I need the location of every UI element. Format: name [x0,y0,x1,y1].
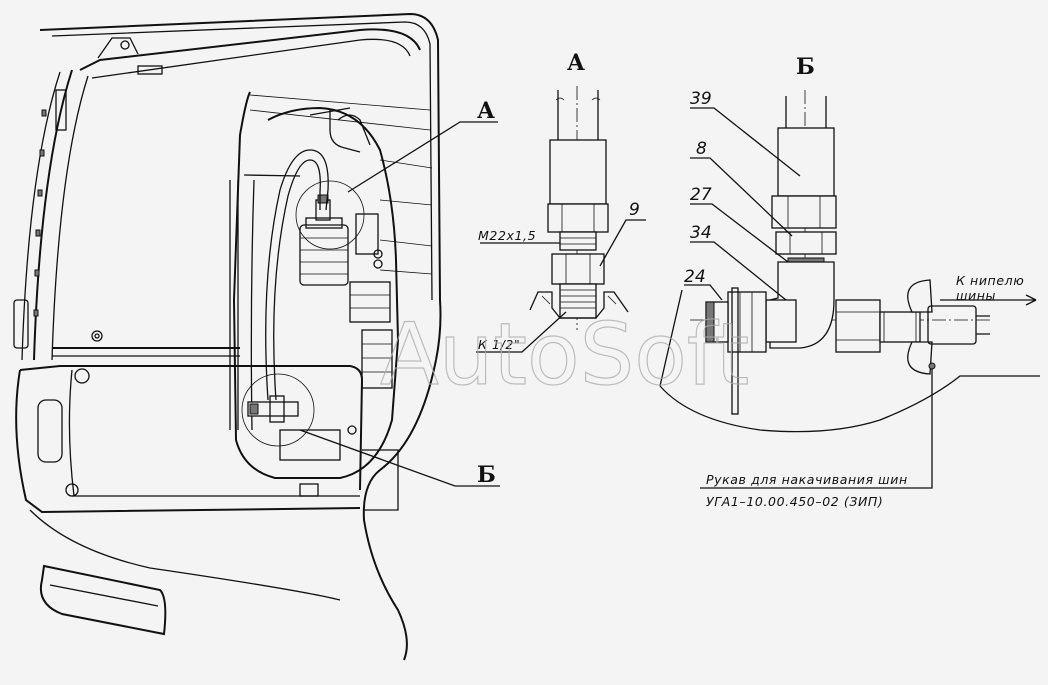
callout-a-label: А [477,98,495,124]
detail-b [659,90,1040,433]
pos-27-label: 27 [690,185,712,205]
pos-34-label: 34 [690,223,712,243]
detail-a [529,86,629,330]
detail-b-title: Б [796,54,815,80]
pos-8-label: 8 [696,139,707,159]
pillar-rivets [33,109,47,317]
watermark: AutoSoft [380,305,749,405]
hose-note-line1: Рукав для накачивания шин [706,472,908,487]
callout-leaders [299,121,500,487]
to-nipple-line2: шины [956,288,996,303]
thread-m22-label: М22x1,5 [478,228,536,243]
pos-24-label: 24 [684,267,706,287]
hose-note-line2: УГА1–10.00.450–02 (ЗИП) [706,494,883,509]
callout-b-label: Б [477,462,496,488]
cab-view [13,12,442,661]
thread-k12-label: К 1/2" [478,337,520,352]
detail-a-title: А [567,50,585,76]
pos-39-label: 39 [690,89,712,109]
to-nipple-line1: К нипелю [956,273,1024,288]
pos-9-label: 9 [629,200,640,220]
